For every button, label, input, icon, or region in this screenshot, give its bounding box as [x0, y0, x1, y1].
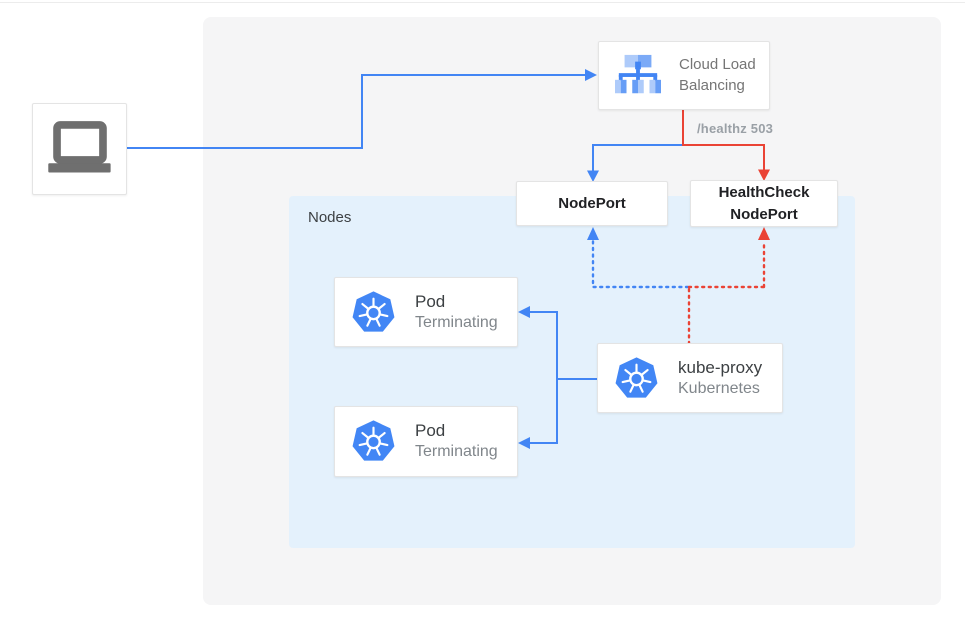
kube-proxy-title: kube-proxy: [678, 357, 763, 377]
load-balancer-label: Cloud Load Balancing: [679, 56, 756, 94]
pod-node-1: Pod Terminating: [334, 277, 518, 347]
load-balancer-icon: [615, 54, 661, 93]
healthz-status-label: /healthz 503: [697, 121, 774, 136]
nodes-label: Nodes: [308, 209, 352, 226]
healthcheck-nodeport-node: HealthCheck NodePort: [690, 180, 838, 227]
pod-status: Terminating: [415, 443, 498, 461]
kube-proxy-node: kube-proxy Kubernetes: [597, 343, 783, 413]
client-node: [32, 103, 127, 195]
nodeport-label: NodePort: [558, 194, 626, 212]
cloud-load-balancing-node: Cloud Load Balancing: [598, 41, 770, 110]
pod-node-2: Pod Terminating: [334, 406, 518, 477]
laptop-icon: [47, 121, 111, 173]
kube-proxy-subtitle: Kubernetes: [678, 379, 760, 397]
kubernetes-icon: [352, 291, 395, 334]
kubernetes-icon: [352, 420, 395, 463]
healthcheck-nodeport-label: HealthCheck NodePort: [718, 183, 810, 223]
pod-title: Pod: [415, 421, 446, 441]
nodeport-node: NodePort: [516, 181, 668, 226]
kubernetes-icon: [615, 357, 658, 400]
pod-status: Terminating: [415, 313, 498, 331]
window-top-divider: [0, 2, 965, 3]
pod-title: Pod: [415, 291, 446, 311]
